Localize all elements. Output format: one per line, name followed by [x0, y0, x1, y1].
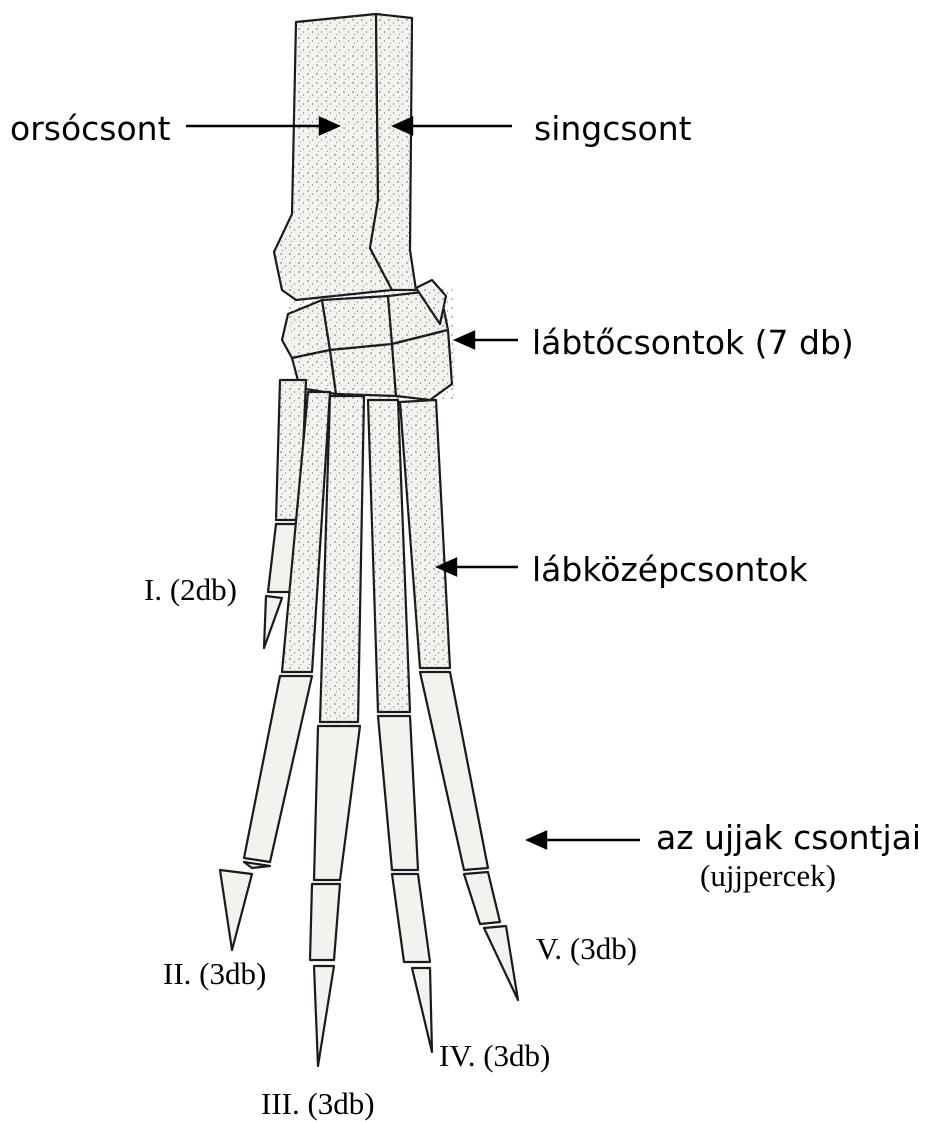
label-digit-1: I. (2db)	[144, 574, 237, 605]
label-radius: orsócsont	[10, 112, 171, 145]
label-digit-5: V. (3db)	[536, 933, 637, 964]
label-carpals: lábtőcsontok (7 db)	[532, 326, 854, 359]
label-digit-2: II. (3db)	[163, 958, 266, 989]
label-phalanges-line2: (ujjpercek)	[700, 860, 836, 891]
label-digit-4: IV. (3db)	[439, 1040, 550, 1071]
label-ulna: singcsont	[534, 112, 692, 145]
label-digit-3: III. (3db)	[261, 1088, 375, 1119]
label-phalanges-line1: az ujjak csontjai	[656, 821, 921, 854]
label-metacarpals: lábközépcsontok	[532, 553, 808, 586]
